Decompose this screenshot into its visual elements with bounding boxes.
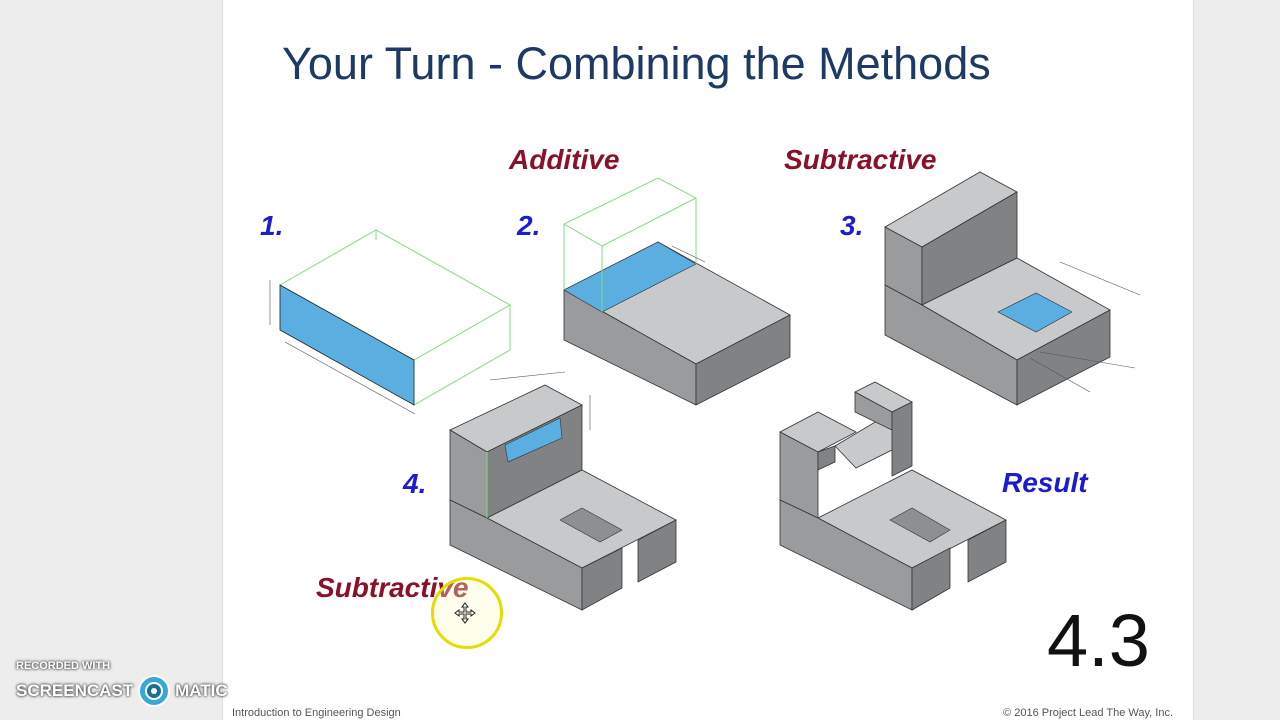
label-step-4: 4.: [403, 468, 427, 499]
watermark-matic: MATIC: [175, 681, 228, 700]
dimension-line: [1039, 351, 1136, 369]
solid-right-face: [695, 314, 791, 406]
drawing-2-solid: [563, 177, 791, 406]
cursor-highlight: [431, 577, 503, 649]
sketch-profile: [279, 284, 415, 406]
label-additive: Additive: [509, 144, 620, 175]
footer-course-name: Introduction to Engineering Design: [232, 707, 401, 719]
drawing-3-solid: [884, 171, 1141, 406]
footer-copyright: © 2016 Project Lead The Way, Inc.: [1003, 707, 1173, 719]
result-solid: [779, 381, 1007, 611]
watermark-line1: RECORDED WITH: [16, 660, 111, 672]
drawing-1-sketch: [269, 229, 512, 415]
label-subtractive-top: Subtractive: [784, 144, 937, 175]
dimension-line: [1059, 261, 1141, 296]
screencast-watermark: RECORDED WITH SCREENCAST MATIC: [16, 660, 228, 708]
dimension-line: [284, 341, 416, 415]
label-step-3: 3.: [840, 210, 864, 241]
label-result: Result: [1002, 467, 1088, 498]
screencast-logo-icon: [138, 675, 171, 707]
watermark-screencast: SCREENCAST: [16, 681, 134, 700]
sketch-profile: [504, 417, 563, 463]
slide-title: Your Turn - Combining the Methods: [282, 38, 991, 89]
dimension-line: [1029, 357, 1091, 393]
move-cursor-icon: [454, 602, 476, 624]
dimension-line: [489, 371, 566, 381]
sketch-profile: [997, 292, 1073, 333]
drawing-4-solid: [449, 371, 677, 611]
label-step-1: 1.: [260, 210, 284, 241]
label-step-2: 2.: [517, 210, 541, 241]
wireframe-side: [413, 305, 511, 406]
wireframe: [563, 177, 697, 290]
dimension-line: [671, 245, 706, 263]
slide-number: 4.3: [1047, 599, 1150, 682]
